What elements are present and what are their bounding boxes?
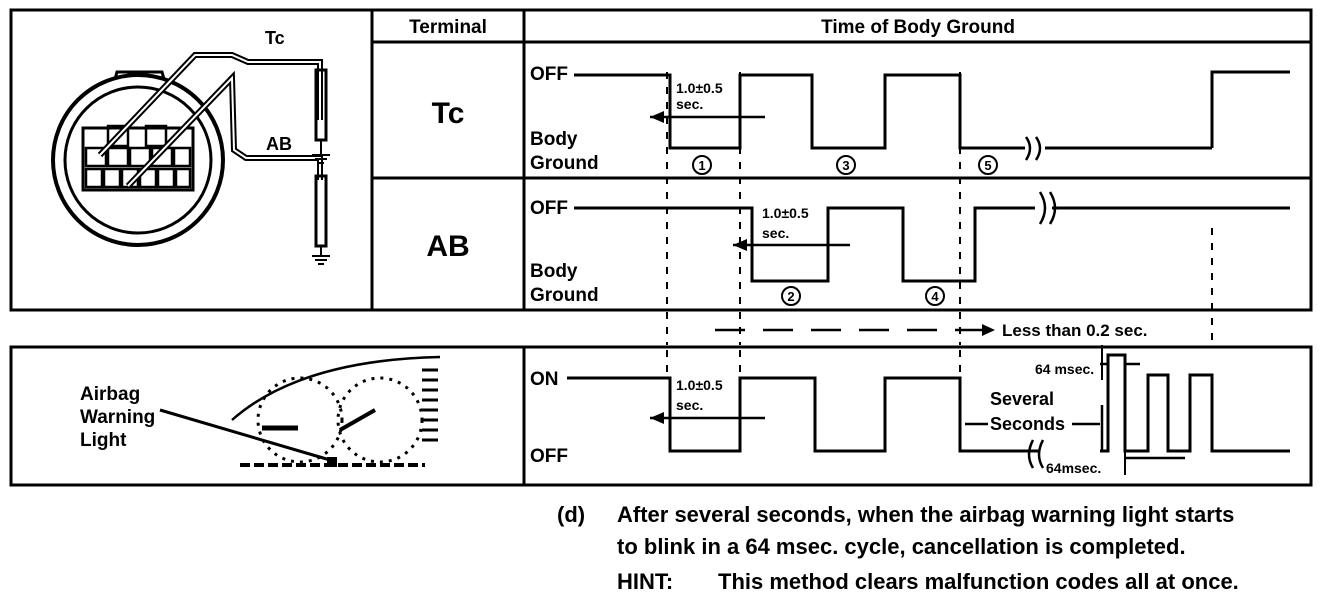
instrument-cluster-illustration [159, 355, 441, 467]
svg-text:1.0±0.5: 1.0±0.5 [762, 205, 809, 221]
diagnostic-connector-illustration [51, 52, 330, 265]
row-label-tc: Tc [432, 97, 465, 130]
svg-text:5: 5 [984, 158, 991, 173]
tc-level-ground: Ground [530, 153, 599, 174]
svg-text:3: 3 [842, 158, 849, 173]
light-break-mark [1027, 439, 1045, 469]
ab-break-mark [1038, 191, 1057, 225]
note-d-label: (d) [557, 502, 586, 527]
connector-label-ab: AB [266, 134, 292, 154]
light-label-line1: Airbag [80, 384, 140, 405]
light-waveform [578, 376, 1040, 453]
light-blink-waveform [1100, 353, 1290, 453]
tc-break-mark [1024, 136, 1042, 161]
step-marker-4: 4 [925, 286, 945, 306]
svg-text:Seconds: Seconds [990, 414, 1065, 434]
upper-table [9, 8, 1313, 312]
step-marker-2: 2 [781, 286, 801, 306]
svg-text:1.0±0.5: 1.0±0.5 [676, 377, 723, 393]
row-label-ab: AB [426, 230, 469, 263]
col-time-header: Time of Body Ground [821, 17, 1015, 38]
light-duration-annotation: 1.0±0.5 sec. [650, 377, 765, 424]
tc-waveform-end [1210, 70, 1290, 148]
svg-text:Several: Several [990, 389, 1054, 409]
svg-text:sec.: sec. [676, 96, 703, 112]
col-terminal-header: Terminal [409, 17, 487, 38]
svg-text:2: 2 [787, 289, 794, 304]
svg-text:64 msec.: 64 msec. [1035, 361, 1094, 377]
ab-level-ground: Ground [530, 285, 599, 306]
tc-duration-annotation: 1.0±0.5 sec. [650, 80, 765, 123]
lower-table [9, 345, 1313, 487]
less-than-annotation: Less than 0.2 sec. [715, 321, 1148, 340]
note-d-line2: to blink in a 64 msec. cycle, cancellati… [617, 534, 1186, 559]
light-label-line2: Warning [80, 407, 155, 428]
light-level-on: ON [530, 369, 559, 390]
ab-duration-annotation: 1.0±0.5 sec. [733, 205, 850, 251]
msec-bottom-annotation: 64msec. [1046, 450, 1185, 476]
svg-text:1: 1 [698, 158, 705, 173]
msec-top-annotation: 64 msec. [1035, 345, 1140, 380]
note-d-line1: After several seconds, when the airbag w… [617, 502, 1235, 527]
ab-level-body: Body [530, 261, 578, 282]
tc-waveform [578, 73, 1025, 150]
ab-level-off: OFF [530, 198, 568, 219]
svg-text:sec.: sec. [676, 397, 703, 413]
step-marker-5: 5 [978, 155, 998, 175]
svg-text:sec.: sec. [762, 225, 789, 241]
several-seconds-annotation: Several Seconds [965, 389, 1104, 451]
svg-text:Less than 0.2 sec.: Less than 0.2 sec. [1002, 321, 1148, 340]
step-marker-3: 3 [836, 155, 856, 175]
light-level-off: OFF [530, 446, 568, 467]
step-marker-1: 1 [692, 155, 712, 175]
hint-label: HINT: [617, 569, 674, 594]
connector-label-tc: Tc [265, 28, 285, 48]
svg-text:64msec.: 64msec. [1046, 460, 1101, 476]
tc-level-off: OFF [530, 64, 568, 85]
tc-level-body: Body [530, 129, 578, 150]
svg-text:1.0±0.5: 1.0±0.5 [676, 80, 723, 96]
svg-text:4: 4 [931, 289, 939, 304]
hint-text: This method clears malfunction codes all… [718, 569, 1239, 594]
light-label-line3: Light [80, 430, 127, 451]
